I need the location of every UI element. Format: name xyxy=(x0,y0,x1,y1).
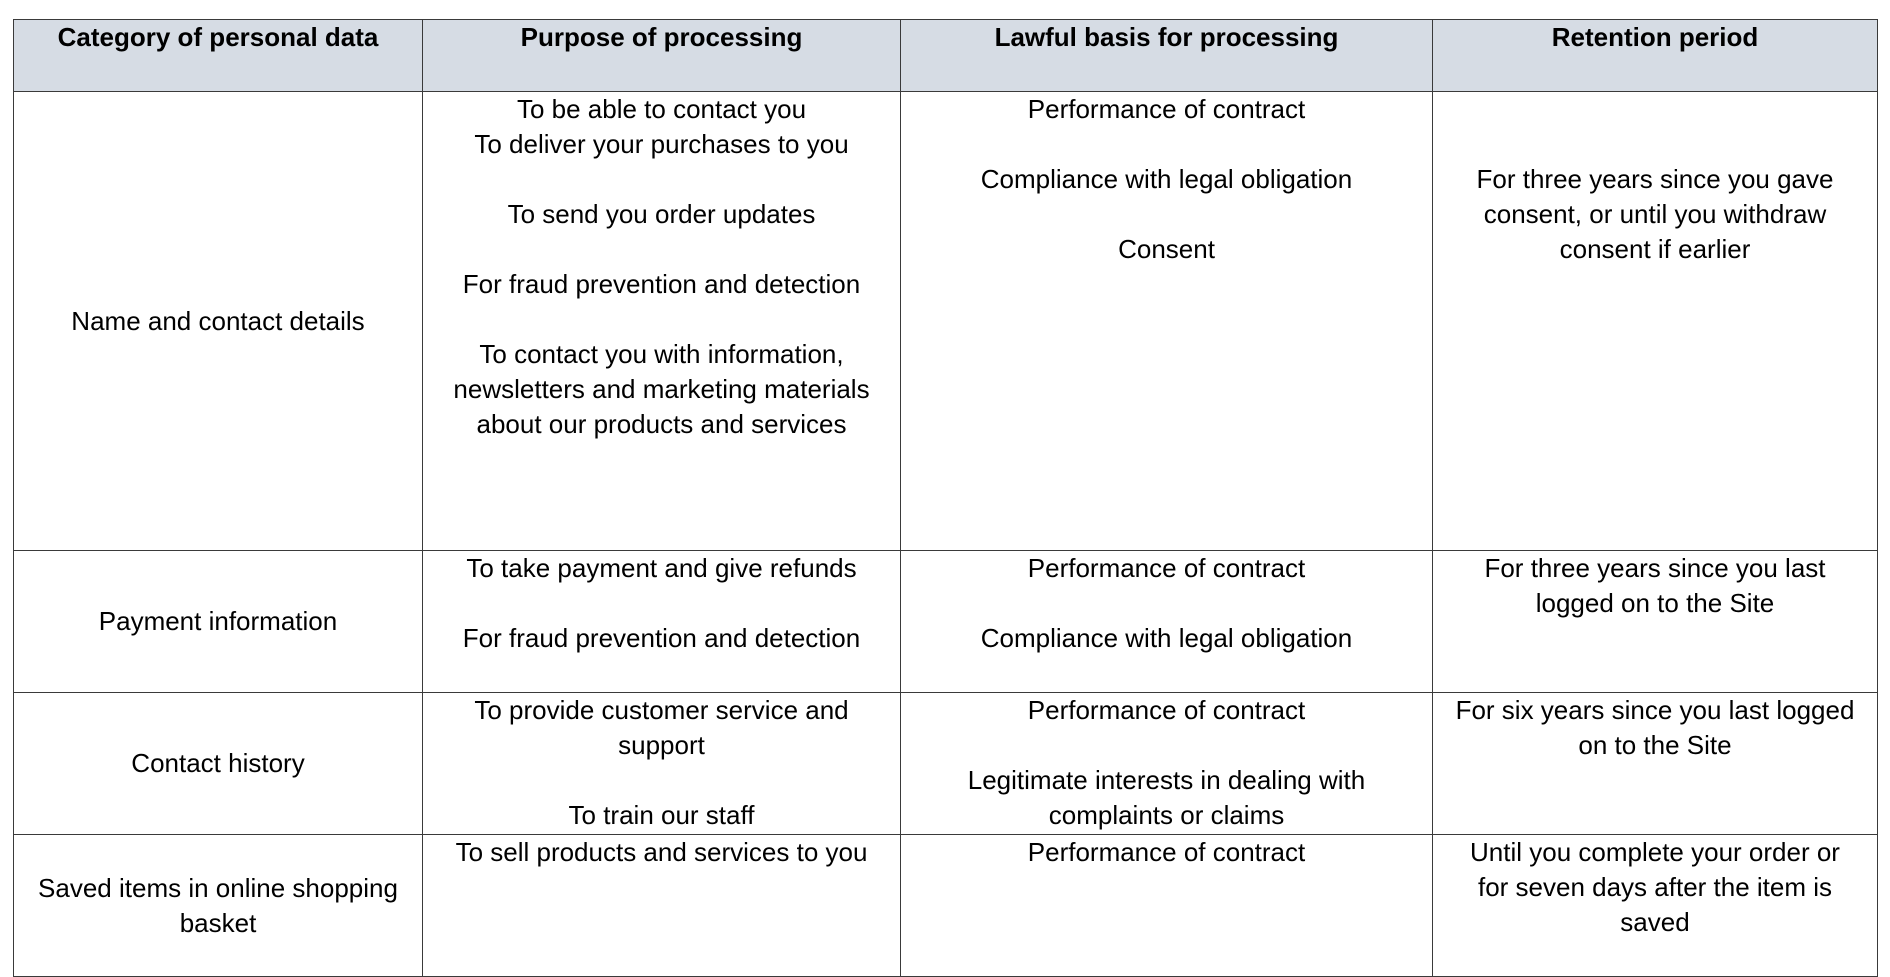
table-row: Name and contact details To be able to c… xyxy=(13,91,1878,551)
basis-cell: Performance of contract Compliance with … xyxy=(900,550,1433,693)
header-row: Category of personal data Purpose of pro… xyxy=(13,19,1878,92)
purpose-item: To deliver your purchases to you xyxy=(474,129,849,159)
category-cell: Saved items in online shopping basket xyxy=(13,834,423,977)
purpose-item: To contact you with information, newslet… xyxy=(453,339,870,439)
category-text: Payment information xyxy=(98,606,338,636)
basis-cell: Performance of contract Legitimate inter… xyxy=(900,692,1433,835)
purpose-cell: To provide customer service and support … xyxy=(422,692,901,835)
purpose-item: To be able to contact you xyxy=(516,94,807,124)
purpose-item: To provide customer service and support xyxy=(474,695,849,760)
header-purpose: Purpose of processing xyxy=(422,19,901,92)
retention-cell: For six years since you last logged on t… xyxy=(1432,692,1878,835)
retention-text: Until you complete your order or for sev… xyxy=(1470,837,1840,937)
basis-item: Performance of contract xyxy=(1027,837,1306,867)
retention-text: For six years since you last logged on t… xyxy=(1455,695,1855,760)
category-text: Saved items in online shopping basket xyxy=(38,872,398,938)
purpose-item: For fraud prevention and detection xyxy=(462,623,861,653)
purpose-item: To send you order updates xyxy=(507,199,816,229)
retention-cell: For three years since you last logged on… xyxy=(1432,550,1878,693)
category-text: Name and contact details xyxy=(71,305,365,336)
basis-item: Compliance with legal obligation xyxy=(980,164,1353,194)
purpose-item: For fraud prevention and detection xyxy=(462,269,861,299)
category-cell: Contact history xyxy=(13,692,423,835)
category-cell: Name and contact details xyxy=(13,91,423,551)
basis-cell: Performance of contract xyxy=(900,834,1433,977)
header-category: Category of personal data xyxy=(13,19,423,92)
purpose-item: To train our staff xyxy=(568,800,755,830)
data-processing-table-container: Category of personal data Purpose of pro… xyxy=(13,19,1878,977)
header-lawful-basis: Lawful basis for processing xyxy=(900,19,1433,92)
category-text: Contact history xyxy=(131,748,305,778)
basis-item: Consent xyxy=(1118,234,1215,264)
retention-cell: Until you complete your order or for sev… xyxy=(1432,834,1878,977)
basis-item: Performance of contract xyxy=(1027,553,1306,583)
purpose-cell: To take payment and give refunds For fra… xyxy=(422,550,901,693)
basis-item: Compliance with legal obligation xyxy=(980,623,1353,653)
purpose-cell: To sell products and services to you xyxy=(422,834,901,977)
retention-text: For three years since you last logged on… xyxy=(1484,553,1826,618)
basis-item: Performance of contract xyxy=(1027,695,1306,725)
purpose-cell: To be able to contact you To deliver you… xyxy=(422,91,901,551)
retention-cell: For three years since you gave consent, … xyxy=(1432,91,1878,551)
basis-item: Legitimate interests in dealing with com… xyxy=(967,765,1366,830)
basis-cell: Performance of contract Compliance with … xyxy=(900,91,1433,551)
table-row: Saved items in online shopping basket To… xyxy=(13,834,1878,977)
table-row: Contact history To provide customer serv… xyxy=(13,692,1878,835)
basis-item: Performance of contract xyxy=(1027,94,1306,124)
purpose-item: To sell products and services to you xyxy=(455,837,868,867)
retention-text: For three years since you gave consent, … xyxy=(1476,164,1834,264)
data-processing-table: Category of personal data Purpose of pro… xyxy=(13,19,1878,977)
header-retention: Retention period xyxy=(1432,19,1878,92)
table-row: Payment information To take payment and … xyxy=(13,550,1878,693)
category-cell: Payment information xyxy=(13,550,423,693)
purpose-item: To take payment and give refunds xyxy=(466,553,857,583)
